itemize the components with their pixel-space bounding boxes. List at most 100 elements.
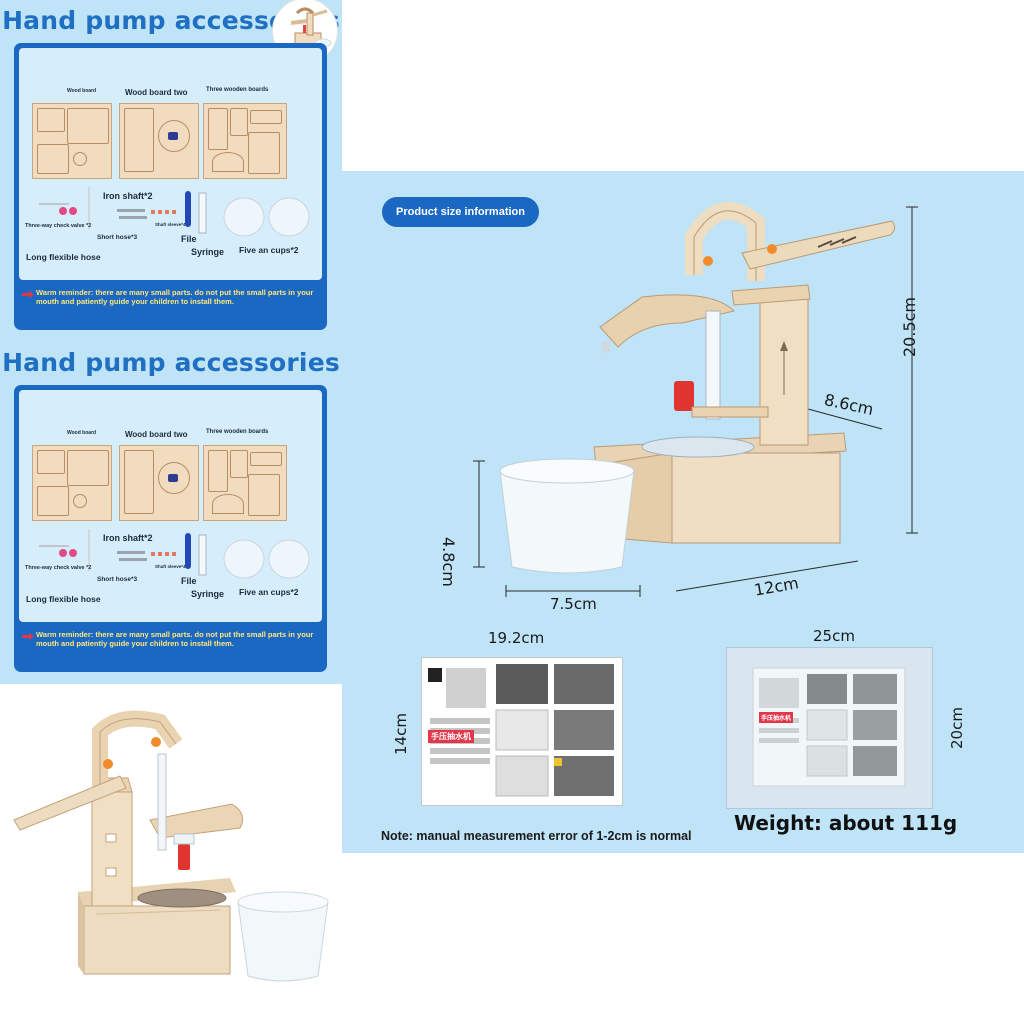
shaft-sleeve-b — [158, 552, 162, 556]
label-short-hose: Short hose*3 — [97, 234, 138, 241]
pump-arch-drawing — [685, 201, 765, 281]
arch-pin-left — [703, 256, 713, 266]
label-five-an-cups: Five an cups*2 — [239, 587, 299, 597]
depth-line — [807, 408, 883, 430]
label-wood-board: Wood board — [67, 88, 97, 94]
instruction-manual: 手压抽水机 — [421, 657, 623, 806]
wood-board-one — [32, 445, 112, 521]
dim-cup-height-label: 4.8cm — [439, 537, 458, 587]
accessories-panel-top: Hand pump accessories Wood board Wood bo… — [0, 0, 342, 342]
warning-arrow-icon — [22, 633, 34, 640]
pump-handle — [13, 775, 127, 831]
pump-column — [91, 777, 133, 907]
hose-piece — [39, 545, 69, 547]
short-hose-b — [119, 216, 147, 219]
cup-b — [268, 197, 310, 237]
short-hose-a — [117, 551, 145, 554]
arch-pin-right — [767, 244, 777, 254]
product-size-panel: Product size information — [342, 171, 1024, 853]
label-short-hose: Short hose*3 — [97, 576, 138, 583]
shaft-sleeve-c — [165, 210, 169, 214]
cup-b — [268, 539, 310, 579]
spout-nozzle — [602, 341, 610, 353]
packaging-bag: 手压抽水机 — [726, 647, 933, 809]
shaft-sleeve-c — [165, 552, 169, 556]
wood-board-two — [119, 445, 199, 521]
handle-pin — [103, 759, 113, 769]
weight-label: Weight: about 111g — [734, 811, 958, 835]
parts-area: Wood board Wood board two Three wooden b… — [19, 48, 322, 280]
parts-area: Wood board Wood board two Three wooden b… — [19, 390, 322, 622]
label-file: File — [181, 576, 197, 586]
dim-manual-width-label: 19.2cm — [488, 629, 545, 647]
label-three-wooden-boards: Three wooden boards — [206, 87, 269, 93]
check-valve-pink-a — [59, 207, 67, 215]
assembled-pump-photo — [13, 710, 329, 982]
wood-board-one — [32, 103, 112, 179]
pump-base — [78, 878, 236, 975]
arch-pin — [151, 737, 161, 747]
pump-spout-drawing — [599, 294, 735, 348]
syringe-drawing — [705, 310, 721, 420]
pump-spout — [149, 803, 244, 839]
cup-drawing — [499, 470, 635, 574]
short-hose-b — [119, 558, 147, 561]
file-stick — [185, 191, 191, 227]
label-three-way-check-valve: Three-way check valve *2 — [25, 223, 92, 229]
dim-bag-width-label: 25cm — [813, 627, 855, 645]
shaft-sleeve-a — [151, 210, 155, 214]
check-valve-pink-b — [69, 207, 77, 215]
three-wooden-boards — [203, 445, 287, 521]
pump-handle-drawing — [741, 220, 896, 270]
label-shaft-sleeve: Shaft sleeve*4 — [155, 564, 186, 569]
cup-a — [223, 197, 265, 237]
packaging-bag-illustration — [727, 648, 932, 808]
short-hose-a — [117, 209, 145, 212]
label-syringe: Syringe — [191, 247, 225, 257]
label-shaft-sleeve: Shaft sleeve*4 — [155, 222, 186, 227]
water-tank — [137, 888, 227, 908]
pump-column-drawing — [731, 284, 811, 446]
shaft-sleeve-d — [172, 552, 176, 556]
check-valve-pink-a — [59, 549, 67, 557]
warning-arrow-icon — [22, 291, 34, 298]
label-file: File — [181, 234, 197, 244]
warm-reminder-text: Warm reminder: there are many small part… — [36, 288, 314, 306]
label-three-wooden-boards: Three wooden boards — [206, 429, 269, 435]
check-valve-pink-b — [69, 549, 77, 557]
syringe — [198, 192, 207, 234]
dim-bag-height-label: 20cm — [948, 707, 966, 749]
manual-title: 手压抽水机 — [428, 730, 474, 743]
small-parts-illustration — [39, 187, 310, 237]
syringe-bracket — [691, 406, 769, 418]
red-valve — [178, 844, 190, 870]
dimension-lines — [473, 206, 918, 597]
bag-manual-title: 手压抽水机 — [759, 712, 794, 723]
shaft-sleeve-a — [151, 552, 155, 556]
measurement-note: Note: manual measurement error of 1-2cm … — [381, 829, 692, 843]
small-parts-illustration — [39, 529, 310, 579]
dim-height-label: 20.5cm — [900, 296, 919, 357]
three-wooden-boards — [203, 103, 287, 179]
label-three-way-check-valve: Three-way check valve *2 — [25, 565, 92, 571]
pump-dimension-drawing — [473, 201, 918, 597]
product-size-badge: Product size information — [382, 197, 539, 227]
valve-cap — [173, 833, 195, 845]
label-wood-board: Wood board — [67, 430, 97, 436]
warm-reminder-text: Warm reminder: there are many small part… — [36, 630, 314, 648]
wood-board-two — [119, 103, 199, 179]
base-width-line — [675, 560, 859, 592]
water-cup — [237, 901, 329, 982]
accessories-frame: Wood board Wood board two Three wooden b… — [14, 43, 327, 330]
syringe — [198, 534, 207, 576]
pump-arch-outline — [99, 718, 177, 788]
red-valve-drawing — [674, 381, 694, 411]
cup-a — [223, 539, 265, 579]
label-wood-board-two: Wood board two — [125, 88, 188, 97]
water-cup-rim — [237, 891, 329, 913]
file-stick — [185, 533, 191, 569]
label-iron-shaft: Iron shaft*2 — [103, 191, 153, 201]
label-iron-shaft: Iron shaft*2 — [103, 533, 153, 543]
label-five-an-cups: Five an cups*2 — [239, 245, 299, 255]
label-long-flexible-hose: Long flexible hose — [26, 252, 101, 262]
